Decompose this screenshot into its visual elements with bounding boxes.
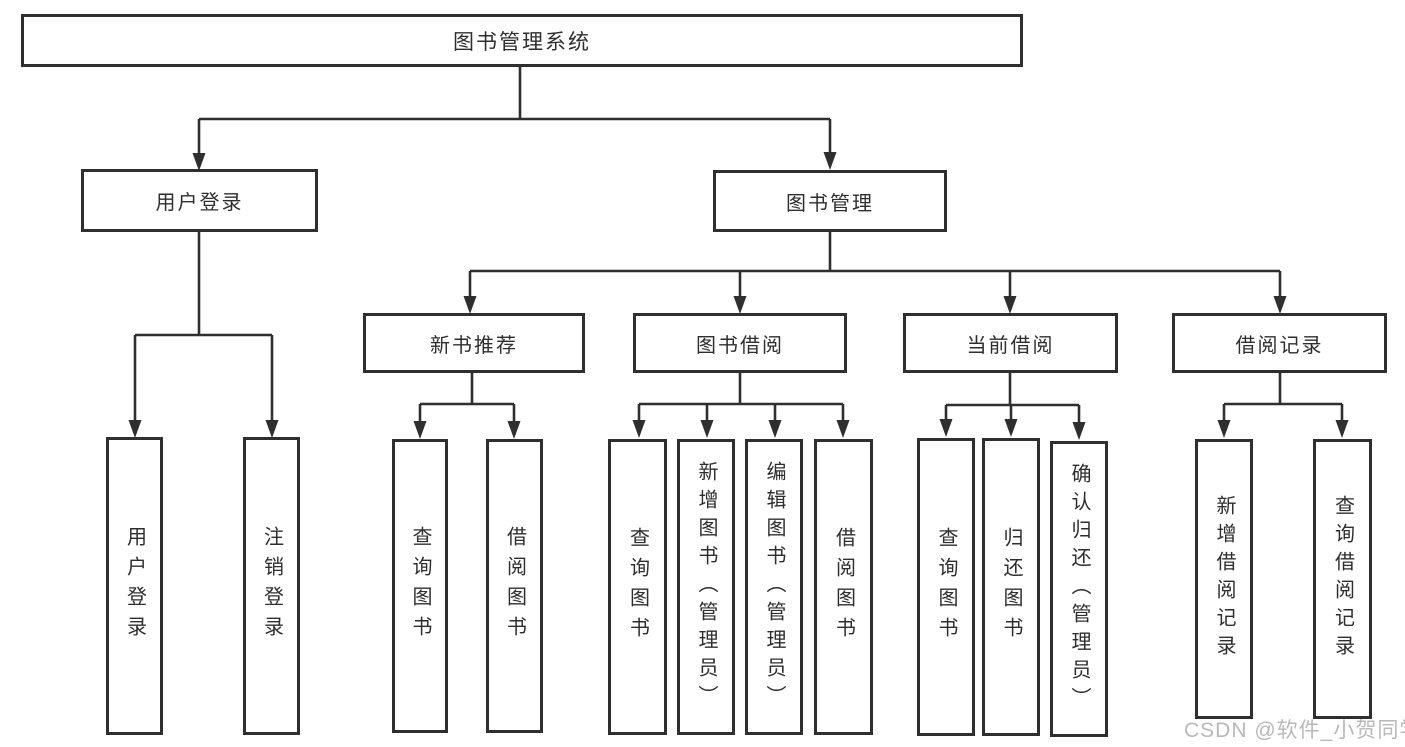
- leaf-edit-books-admin: 编辑图书（管理员）: [745, 439, 803, 735]
- connector-userlogin-to-leaves: [128, 232, 279, 438]
- leaf-logout: 注销登录: [243, 437, 300, 735]
- connector-root-to-level2: [192, 67, 837, 171]
- node-book-borrow: 图书借阅: [633, 313, 847, 373]
- leaf-borrow-books-recommend: 借阅图书: [486, 439, 543, 733]
- csdn-watermark: CSDN @软件_小贺同学: [1184, 719, 1405, 742]
- leaf-query-books-recommend: 查询图书: [392, 439, 448, 733]
- leaf-query-books-borrow: 查询图书: [608, 439, 667, 735]
- node-new-book-recommend: 新书推荐: [363, 313, 585, 373]
- connector-newbook-to-leaves: [413, 373, 521, 439]
- connector-bookborrow-to-leaves: [632, 373, 850, 438]
- leaf-add-borrow-record: 新增借阅记录: [1195, 439, 1253, 719]
- node-user-login: 用户登录: [81, 169, 318, 232]
- connector-currentborrow-to-leaves: [939, 373, 1086, 440]
- leaf-borrow-books: 借阅图书: [814, 439, 873, 735]
- leaf-confirm-return-admin: 确认归还（管理员）: [1050, 441, 1108, 737]
- node-borrow-record: 借阅记录: [1172, 313, 1387, 373]
- leaf-user-login: 用户登录: [106, 437, 163, 735]
- connector-borrowrecord-to-leaves: [1217, 373, 1349, 438]
- leaf-query-borrow-record: 查询借阅记录: [1313, 439, 1372, 719]
- node-current-borrow: 当前借阅: [903, 313, 1118, 373]
- node-book-management: 图书管理: [713, 170, 947, 232]
- node-root-library-management-system: 图书管理系统: [21, 14, 1023, 67]
- leaf-add-books-admin: 新增图书（管理员）: [677, 439, 735, 735]
- leaf-return-books: 归还图书: [982, 438, 1040, 736]
- connector-bookmgmt-to-level3: [463, 232, 1287, 314]
- leaf-query-books-current: 查询图书: [917, 438, 975, 736]
